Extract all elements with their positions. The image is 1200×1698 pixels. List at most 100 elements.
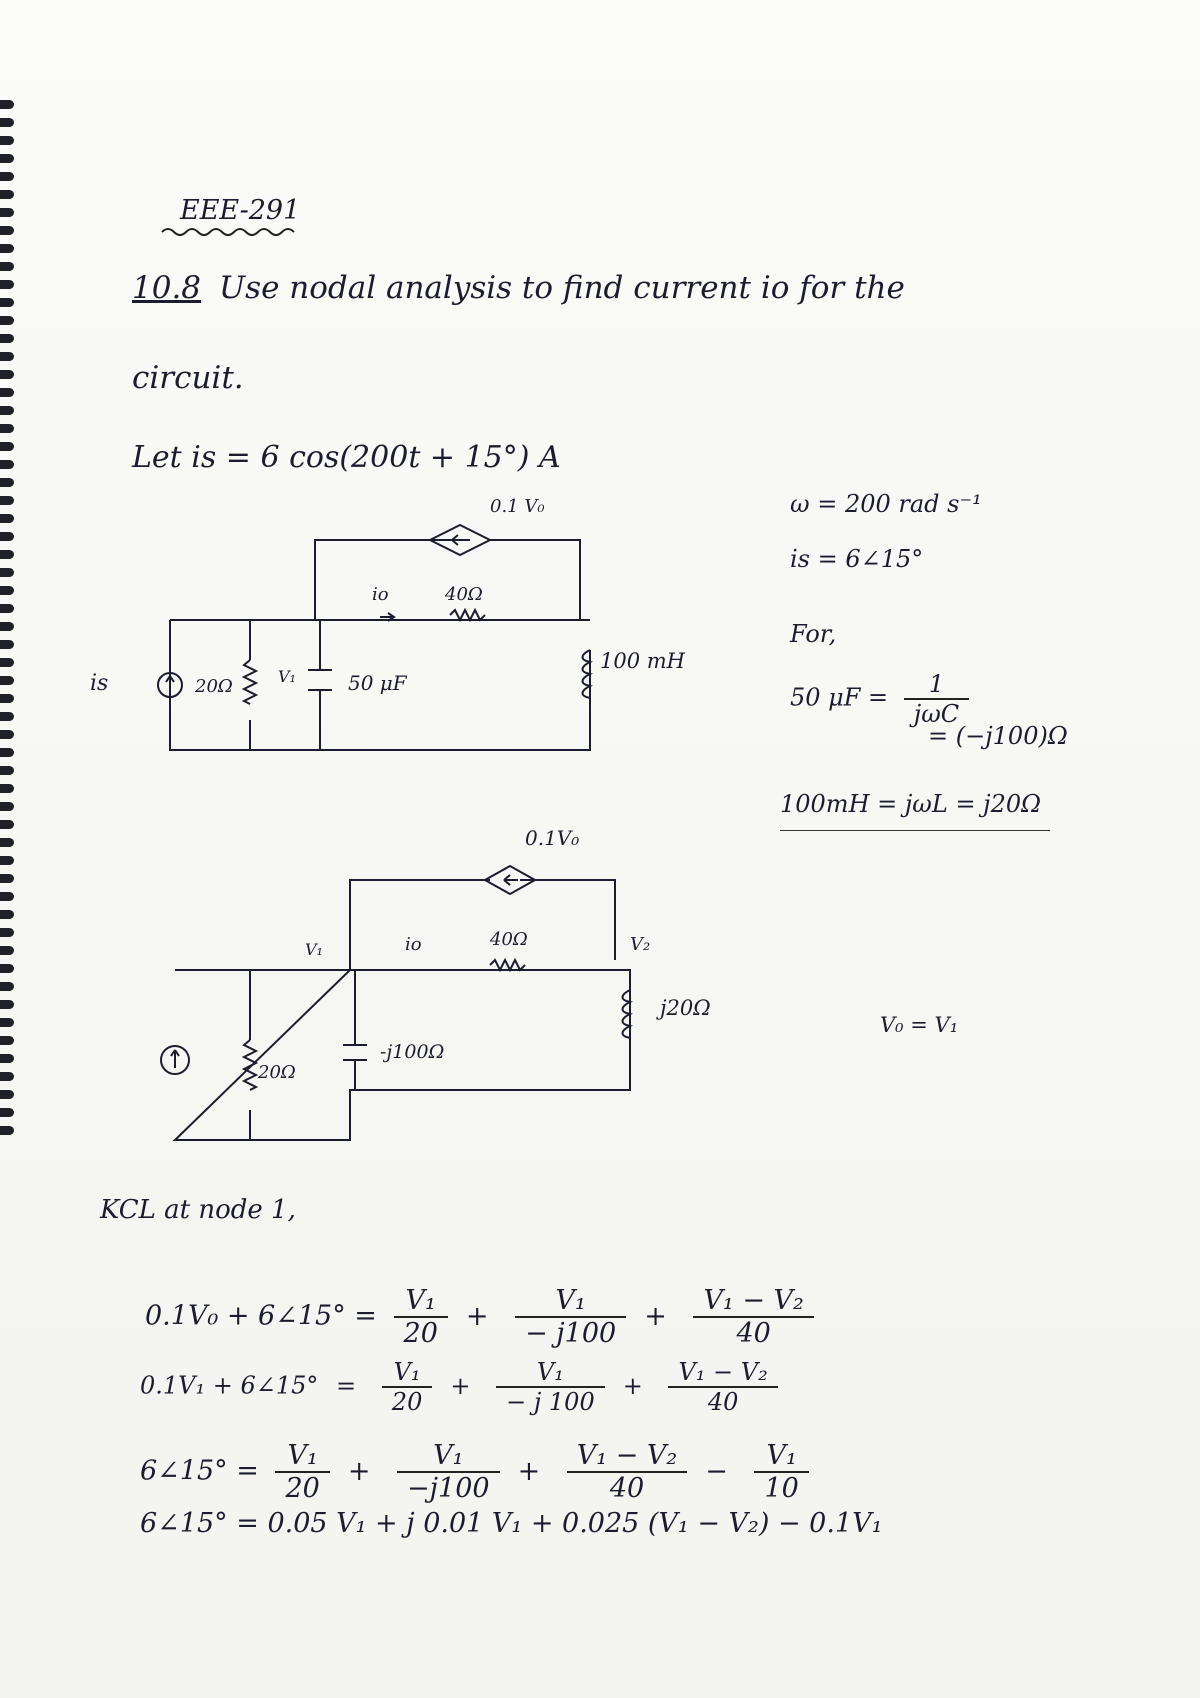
binding-ring [0, 730, 14, 739]
binding-ring [0, 856, 14, 865]
binding-ring [0, 1018, 14, 1027]
capacitor-1 [308, 669, 332, 691]
binding-ring [0, 1036, 14, 1045]
binding-ring [0, 1108, 14, 1117]
given-source: Let is = 6 cos(200t + 15°) A [132, 440, 561, 475]
eq1-lhs: 0.1V₀ + 6∠15° = [145, 1300, 377, 1332]
eq1-t1-den: 20 [403, 1318, 438, 1349]
binding-ring [0, 910, 14, 919]
binding-ring [0, 298, 14, 307]
capacitor-2 [343, 1044, 367, 1061]
eq1-t3-den: 40 [736, 1318, 771, 1349]
binding-ring [0, 1126, 14, 1135]
binding-ring [0, 766, 14, 775]
binding-ring [0, 352, 14, 361]
binding-ring [0, 568, 14, 577]
eq3-t4-den: 10 [764, 1473, 799, 1504]
capacitor-impedance: 50 μF = 1 jωC [790, 670, 977, 728]
binding-ring [0, 1090, 14, 1099]
inductor-impedance: 100mH = jωL = j20Ω [780, 790, 1042, 818]
eq2-t2-den: − j 100 [506, 1388, 595, 1416]
binding-ring [0, 514, 14, 523]
binding-ring [0, 604, 14, 613]
eq3-t3-num: V₁ − V₂ [566, 1440, 688, 1473]
eq1-t3-num: V₁ − V₂ [693, 1285, 814, 1318]
binding-ring [0, 496, 14, 505]
dependent-source-2 [482, 864, 538, 896]
c2-vo-label: V₀ = V₁ [880, 1013, 958, 1037]
inductor-1 [581, 649, 594, 699]
binding-ring [0, 892, 14, 901]
dependent-source-1 [427, 523, 493, 557]
binding-ring [0, 784, 14, 793]
capacitor-result: = (−j100)Ω [928, 722, 1068, 750]
binding-ring [0, 172, 14, 181]
binding-ring [0, 550, 14, 559]
binding-ring [0, 532, 14, 541]
c2-r2-label: 40Ω [489, 929, 528, 950]
binding-ring [0, 280, 14, 289]
calc-underline [780, 830, 1050, 831]
c2-ind-label: j20Ω [656, 996, 711, 1020]
problem-line-2: circuit. [132, 360, 244, 396]
eq2-lhs: 0.1V₁ + 6∠15° [140, 1371, 319, 1400]
binding-ring [0, 406, 14, 415]
eq3-t4-num: V₁ [754, 1440, 809, 1473]
binding-ring [0, 640, 14, 649]
binding-ring [0, 1072, 14, 1081]
c2-r1-label: 20Ω [257, 1062, 296, 1083]
capacitor-fraction: 1 jωC [903, 670, 970, 728]
binding-ring [0, 1054, 14, 1063]
binding-ring [0, 748, 14, 757]
eq2-t3-num: V₁ − V₂ [668, 1358, 778, 1388]
source-phasor: is = 6∠15° [790, 545, 924, 573]
binding-ring [0, 370, 14, 379]
eq1-t2-num: V₁ [515, 1285, 627, 1318]
binding-ring [0, 820, 14, 829]
binding-ring [0, 442, 14, 451]
resistor-40-1 [449, 607, 486, 623]
current-source-1 [157, 672, 183, 698]
binding-ring [0, 460, 14, 469]
binding-ring [0, 118, 14, 127]
capacitor-numerator: 1 [903, 670, 970, 700]
eq3-t2-den: −j100 [407, 1473, 490, 1504]
kcl-heading: KCL at node 1, [100, 1195, 296, 1225]
binding-ring [0, 928, 14, 937]
binding-ring [0, 946, 14, 955]
eq3-t1-den: 20 [285, 1473, 320, 1504]
eq3-t1-num: V₁ [275, 1440, 330, 1473]
binding-ring [0, 244, 14, 253]
binding-ring [0, 334, 14, 343]
eq2-t3-den: 40 [707, 1388, 739, 1416]
circuit-2 [160, 864, 634, 1141]
binding-ring [0, 676, 14, 685]
eq3-term-2: V₁−j100 [397, 1440, 500, 1504]
eq1-t2-den: − j100 [525, 1318, 617, 1349]
binding-ring [0, 226, 14, 235]
binding-ring [0, 712, 14, 721]
equation-4: 6∠15° = 0.05 V₁ + j 0.01 V₁ + 0.025 (V₁ … [140, 1508, 883, 1539]
binding-ring [0, 154, 14, 163]
binding-ring [0, 478, 14, 487]
spiral-binding [0, 100, 22, 1140]
binding-ring [0, 982, 14, 991]
binding-ring [0, 838, 14, 847]
binding-ring [0, 586, 14, 595]
binding-ring [0, 208, 14, 217]
omega-value: ω = 200 rad s⁻¹ [790, 490, 982, 518]
binding-ring [0, 388, 14, 397]
binding-ring [0, 694, 14, 703]
binding-ring [0, 658, 14, 667]
